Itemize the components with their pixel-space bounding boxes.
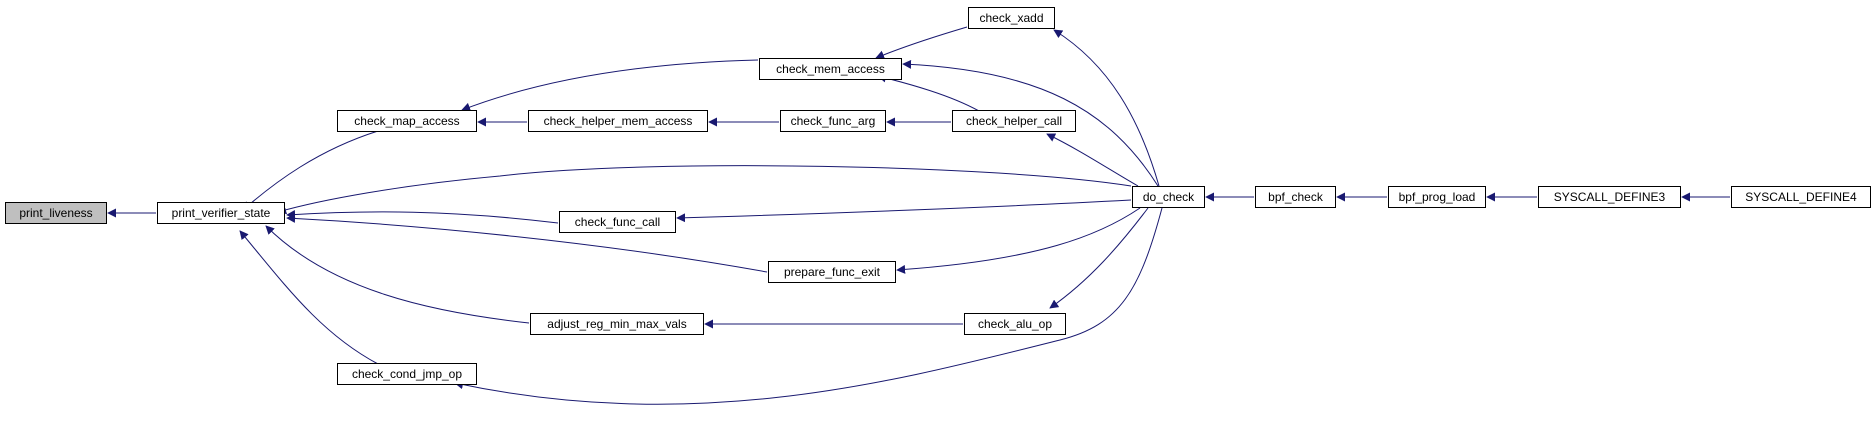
node-bpf-check[interactable]: bpf_check	[1255, 186, 1336, 208]
node-bpf-prog-load[interactable]: bpf_prog_load	[1388, 186, 1486, 208]
edge-check-map-access-to-print-verifier-state	[242, 130, 379, 211]
node-check-mem-access[interactable]: check_mem_access	[759, 58, 902, 80]
node-syscall-define4[interactable]: SYSCALL_DEFINE4	[1731, 186, 1871, 208]
edge-check-cond-jmp-to-print-verifier-state	[239, 230, 379, 365]
node-check-cond-jmp-op[interactable]: check_cond_jmp_op	[337, 363, 477, 385]
node-prepare-func-exit[interactable]: prepare_func_exit	[768, 261, 896, 283]
node-check-func-arg[interactable]: check_func_arg	[780, 110, 886, 132]
edge-do-check-to-check-func-call	[676, 199, 1132, 223]
edge-prepare-func-exit-to-print-verifier-state	[286, 213, 768, 273]
edge-check-func-call-to-print-verifier-state	[286, 210, 559, 224]
node-syscall-define3[interactable]: SYSCALL_DEFINE3	[1538, 186, 1681, 208]
node-check-helper-mem-access[interactable]: check_helper_mem_access	[528, 110, 708, 132]
node-check-map-access[interactable]: check_map_access	[337, 110, 477, 132]
edge-do-check-to-check-alu-op	[1049, 207, 1149, 309]
node-check-alu-op[interactable]: check_alu_op	[964, 313, 1066, 335]
edge-check-mem-access-to-check-map-access	[461, 59, 759, 112]
node-do-check[interactable]: do_check	[1132, 186, 1205, 208]
node-check-func-call[interactable]: check_func_call	[559, 211, 676, 233]
node-print-liveness[interactable]: print_liveness	[5, 202, 107, 224]
node-print-verifier-state[interactable]: print_verifier_state	[157, 202, 285, 224]
edge-do-check-to-check-mem-access	[902, 59, 1159, 187]
edge-do-check-to-check-helper-call	[1046, 133, 1139, 187]
edge-check-helper-call-to-check-mem-access	[877, 73, 980, 112]
node-check-helper-call[interactable]: check_helper_call	[952, 110, 1076, 132]
edge-adjust-reg-to-print-verifier-state	[265, 225, 530, 324]
edge-do-check-to-check-xadd	[1053, 29, 1160, 187]
edge-do-check-to-prepare-func-exit	[896, 207, 1141, 274]
edge-do-check-to-check-cond-jmp-op	[454, 207, 1163, 405]
node-adjust-reg-min-max-vals[interactable]: adjust_reg_min_max_vals	[530, 313, 704, 335]
edge-do-check-to-print-verifier-state	[277, 165, 1132, 215]
edge-check-xadd-to-check-mem-access	[875, 26, 968, 60]
node-check-xadd[interactable]: check_xadd	[968, 7, 1055, 29]
